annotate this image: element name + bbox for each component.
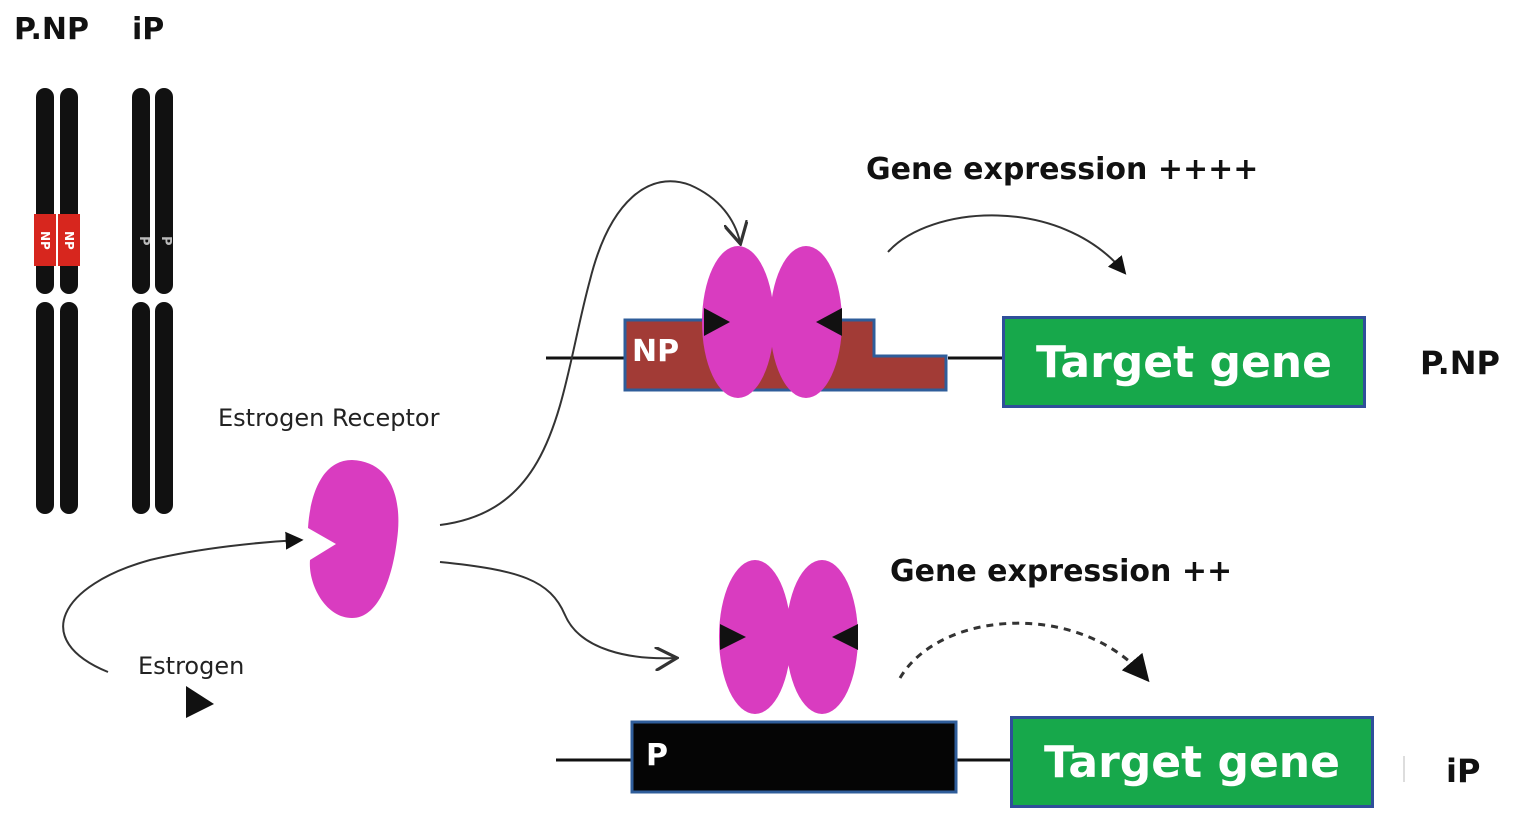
chromatid-pnp-left-lower — [36, 302, 54, 514]
target-gene-bottom: Target gene — [1010, 716, 1374, 808]
chromatid-ip-right-lower — [155, 302, 173, 514]
bound-estrogen-bottom-left — [720, 624, 746, 650]
chromosome-label-ip: iP — [132, 12, 165, 47]
estrogen-label: Estrogen — [138, 652, 245, 680]
bound-estrogen-bottom-right — [832, 624, 858, 650]
estrogen-ligand-icon — [186, 686, 214, 718]
arrow-estrogen-to-receptor — [62, 531, 304, 673]
bound-estrogen-top-left — [704, 308, 730, 336]
band-pnp-right: NP — [58, 214, 80, 266]
band-ip-right: P — [158, 236, 173, 246]
target-gene-top: Target gene — [1002, 316, 1366, 408]
bound-estrogen-top-right — [816, 308, 842, 336]
estrogen-receptor-icon — [308, 460, 399, 618]
gene-expression-low-label: Gene expression ++ — [890, 554, 1233, 589]
p-promoter-label: P — [646, 738, 668, 773]
p-promoter-region — [630, 720, 958, 794]
arrow-receptor-to-bottom-dimer — [439, 561, 675, 658]
receptor-dimer-bottom-right — [786, 560, 858, 714]
np-promoter-label: NP — [632, 334, 680, 369]
band-ip-left: P — [136, 236, 151, 246]
band-pnp-left: NP — [34, 214, 56, 266]
receptor-dimer-top-right — [770, 246, 842, 398]
chromatid-ip-right — [155, 88, 173, 294]
expression-arrow-solid — [887, 214, 1127, 275]
gene-expression-high-label: Gene expression ++++ — [866, 152, 1259, 187]
genotype-label-pnp: P.NP — [1420, 344, 1500, 382]
estrogen-receptor-label: Estrogen Receptor — [218, 404, 440, 432]
receptor-dimer-top-left — [702, 246, 774, 398]
chromatid-ip-left — [132, 88, 150, 294]
chromosome-label-pnp: P.NP — [14, 12, 89, 47]
expression-arrow-dashed — [898, 621, 1150, 683]
genotype-label-ip: iP — [1446, 752, 1481, 790]
arrow-receptor-to-top-dimer — [439, 180, 740, 526]
receptor-dimer-bottom-left — [719, 560, 791, 714]
chromatid-ip-left-lower — [132, 302, 150, 514]
chromatid-pnp-right-lower — [60, 302, 78, 514]
